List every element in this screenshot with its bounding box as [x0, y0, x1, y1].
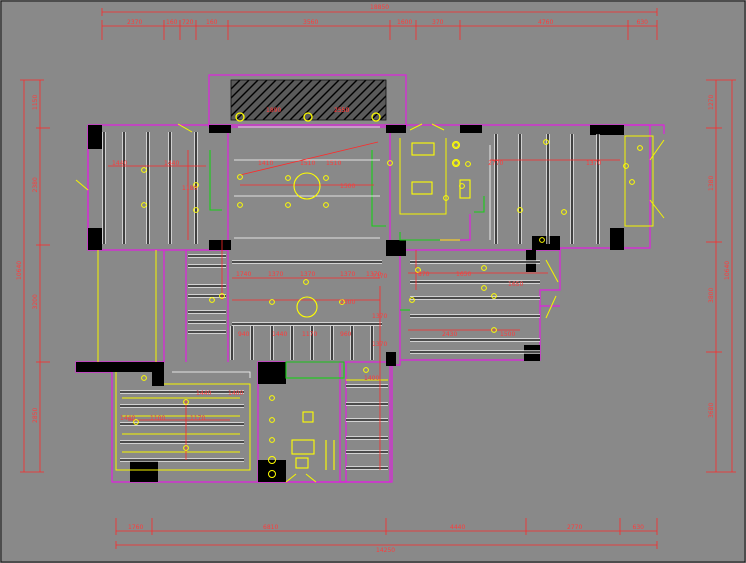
ceiling-label: 1370: [372, 313, 387, 320]
dimension-left-segment: 2850: [32, 408, 39, 423]
ceiling-tracks: [102, 132, 600, 470]
downlight-dots: [133, 139, 643, 478]
dimension-top-segment: 160: [206, 19, 218, 26]
dimension-top-segment: 630: [637, 19, 649, 26]
dimension-bottom: [115, 518, 658, 549]
ceiling-label: 1440: [112, 160, 127, 167]
ceiling-label: 1440: [272, 331, 287, 338]
dimension-bottom-segment: 1760: [128, 524, 143, 531]
dimension-top-segment: 1600: [397, 19, 412, 26]
dimension-top-segment: 720: [182, 19, 194, 26]
dimension-bottom-segment: 4440: [450, 524, 465, 531]
ceiling-label: 2770: [488, 160, 503, 167]
dimension-top-segment: 4760: [538, 19, 553, 26]
dimension-top-segments: 2370 160 720 160 3560 1600 370 4760 630: [127, 19, 648, 26]
ceiling-label: 2430: [442, 331, 457, 338]
dimension-top-segment: 3560: [303, 19, 318, 26]
ceiling-label: 1510: [300, 160, 315, 167]
dimension-left-segment: 1150: [32, 95, 39, 110]
ceiling-label: 1440: [196, 390, 211, 397]
dimension-bottom-total: 14250: [376, 547, 395, 554]
ceiling-label: 1650: [508, 281, 523, 288]
dimension-top-segment: 370: [432, 19, 444, 26]
ceiling-label: 1510: [326, 160, 341, 167]
ceiling-label: 1440: [164, 160, 179, 167]
light-fixtures: [291, 142, 471, 470]
balcony-hatch: [230, 79, 387, 121]
ceiling-label: 2500: [340, 299, 355, 306]
dimension-right-segment: 1380: [708, 176, 715, 191]
ceiling-label: 2550: [334, 107, 349, 114]
ceiling-label: 1740: [236, 271, 251, 278]
dimension-top-total: 18850: [370, 4, 389, 11]
ceiling-label: 1440: [120, 415, 135, 422]
dimension-right-segment: 3680: [708, 403, 715, 418]
balcony-fixtures: [235, 112, 381, 122]
dimension-left-segments: 1150 2380 3200 2850: [32, 95, 39, 423]
dimension-right-total: 10640: [724, 261, 731, 280]
ceiling-label: 1890: [266, 107, 281, 114]
ceiling-label: 1370: [372, 273, 387, 280]
dimension-bottom-segment: 6810: [263, 524, 278, 531]
dimension-right-segment: 1270: [708, 95, 715, 110]
dimension-top-segment: 2370: [127, 19, 142, 26]
ceiling-label: 1500: [340, 183, 355, 190]
ceiling-label: 2550: [334, 107, 349, 114]
ceiling-label: 1170: [302, 331, 317, 338]
ceiling-yellow: [75, 123, 665, 483]
ceiling-label: 940: [238, 331, 250, 338]
ceiling-label: 1170: [190, 415, 205, 422]
ceiling-label: 1650: [456, 271, 471, 278]
dimension-bottom-segment: 2770: [567, 524, 582, 531]
ceiling-label: 1100: [150, 415, 165, 422]
dimension-right: [706, 79, 736, 473]
dimension-left-segment: 3200: [32, 294, 39, 309]
dimension-bottom-segment: 630: [633, 524, 645, 531]
dimension-left: [20, 79, 50, 473]
ceiling-label: 1370: [268, 271, 283, 278]
white-lines: [172, 126, 491, 378]
red-guides: [108, 141, 620, 470]
ceiling-label: 1370: [300, 271, 315, 278]
ceiling-label: 1370: [372, 341, 387, 348]
dimension-top-segment: 160: [166, 19, 178, 26]
ceiling-green: [209, 150, 485, 379]
dimension-bottom-segments: 1760 6810 4440 2770 630: [128, 524, 644, 531]
dimension-top: [101, 8, 658, 40]
ceiling-label: 1400: [228, 390, 243, 397]
ceiling-label: 1400: [364, 375, 379, 382]
ceiling-label: 1180: [182, 185, 197, 192]
ceiling-label: 960: [340, 331, 352, 338]
ceiling-label: 1410: [258, 160, 273, 167]
ceiling-label: 1500: [500, 331, 515, 338]
ceiling-label: 1370: [340, 271, 355, 278]
ceiling-label: 870: [418, 271, 430, 278]
dimension-right-segment: 3800: [708, 288, 715, 303]
dimension-right-segments: 1270 1380 3800 3680: [708, 95, 715, 418]
ceiling-label: 1370: [366, 271, 381, 278]
dimension-left-total: 10640: [16, 261, 23, 280]
dimension-left-segment: 2380: [32, 177, 39, 192]
ceiling-label: 1370: [586, 160, 601, 167]
walls-solid: [76, 125, 624, 482]
